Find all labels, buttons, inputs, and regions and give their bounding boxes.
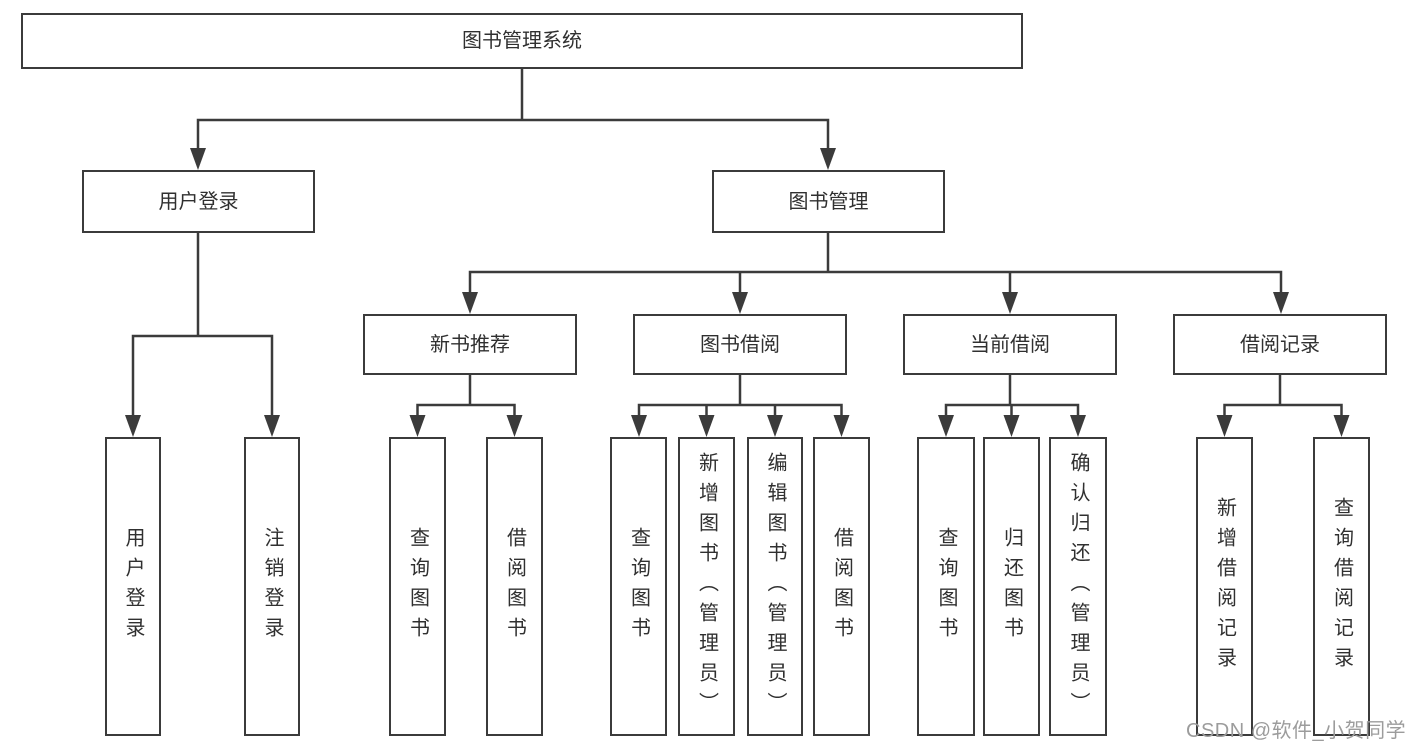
node-book-mgmt: 图书管理 <box>712 170 945 233</box>
node-user-login: 用户登录 <box>82 170 315 233</box>
leaf-user-login: 用户登录 <box>105 437 161 736</box>
leaf-bookborrow-borrow: 借阅图书 <box>813 437 870 736</box>
connector-book-borrow <box>637 375 843 420</box>
arrowheads <box>125 148 1350 437</box>
connector-user-login <box>131 233 274 420</box>
node-borrow-records: 借阅记录 <box>1173 314 1387 375</box>
leaf-logout: 注销登录 <box>244 437 300 736</box>
connector-new-books <box>416 375 516 420</box>
connector-borrow-records <box>1223 375 1343 420</box>
leaf-records-add: 新增借阅记录 <box>1196 437 1253 736</box>
connector-book-mgmt <box>468 233 1283 296</box>
leaf-records-query: 查询借阅记录 <box>1313 437 1370 736</box>
node-book-borrow: 图书借阅 <box>633 314 847 375</box>
leaf-bookborrow-add: 新增图书（管理员） <box>678 437 735 736</box>
leaf-newbooks-borrow: 借阅图书 <box>486 437 543 736</box>
connector-root <box>196 69 830 152</box>
leaf-current-confirm: 确认归还（管理员） <box>1049 437 1107 736</box>
connector-current-borrow <box>944 375 1080 420</box>
watermark: CSDN @软件_小贺同学 <box>1186 720 1405 742</box>
node-new-books: 新书推荐 <box>363 314 577 375</box>
leaf-current-query: 查询图书 <box>917 437 975 736</box>
leaf-bookborrow-edit: 编辑图书（管理员） <box>747 437 803 736</box>
node-current-borrow: 当前借阅 <box>903 314 1117 375</box>
leaf-current-return: 归还图书 <box>983 437 1040 736</box>
leaf-bookborrow-query: 查询图书 <box>610 437 667 736</box>
node-root: 图书管理系统 <box>21 13 1023 69</box>
leaf-newbooks-query: 查询图书 <box>389 437 446 736</box>
